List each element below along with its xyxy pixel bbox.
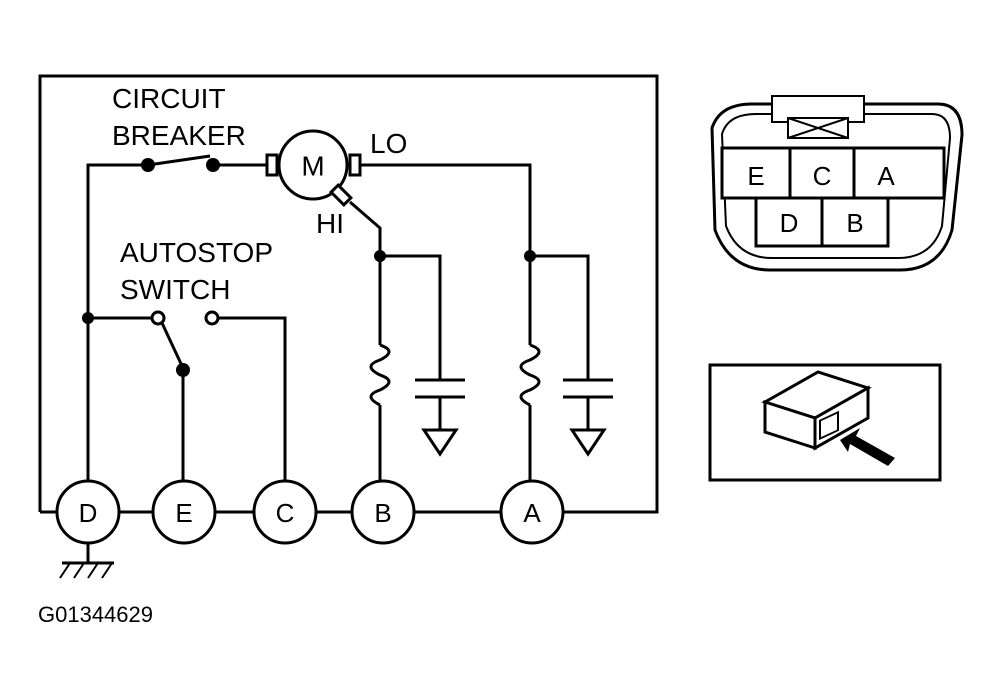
terminal-b-label: B [374,498,391,528]
terminal-d-label: D [79,498,98,528]
connector-pin-c: C [813,161,832,191]
wiper-motor [265,129,362,208]
hi-wire [349,200,382,345]
relay-module-icon [761,370,872,451]
terminal-c: C [252,479,318,545]
autostop-switch [82,310,287,481]
autostop-label-2: SWITCH [120,274,230,305]
lo-wire [360,163,532,345]
terminal-e: E [151,479,217,545]
terminal-d: D [55,479,121,545]
terminal-c-label: C [276,498,295,528]
connector-pin-a: A [877,161,895,191]
connector-pin-d: D [780,208,799,238]
frame-wire [38,74,659,514]
terminal-e-label: E [175,498,192,528]
hi-label: HI [316,208,344,239]
terminal-a: A [499,479,565,545]
autostop-label-1: AUTOSTOP [120,237,273,268]
ground-symbol [59,543,114,579]
connector-pin-e: E [747,161,764,191]
circuit-breaker [141,154,268,172]
circuit-breaker-label-2: BREAKER [112,120,246,151]
component-location-view [708,363,942,482]
connector-pin-b: B [846,208,863,238]
motor-label: M [301,151,324,182]
d-feed-wire [86,163,148,481]
figure-code: G01344629 [38,602,153,627]
a-noise-filter [519,250,613,481]
lo-label: LO [370,128,407,159]
terminal-a-label: A [523,498,541,528]
terminal-b: B [350,479,416,545]
b-noise-filter [369,250,465,481]
connector-face: E C A D B [710,95,964,272]
circuit-breaker-label-1: CIRCUIT [112,83,226,114]
arrow-icon [840,428,895,466]
